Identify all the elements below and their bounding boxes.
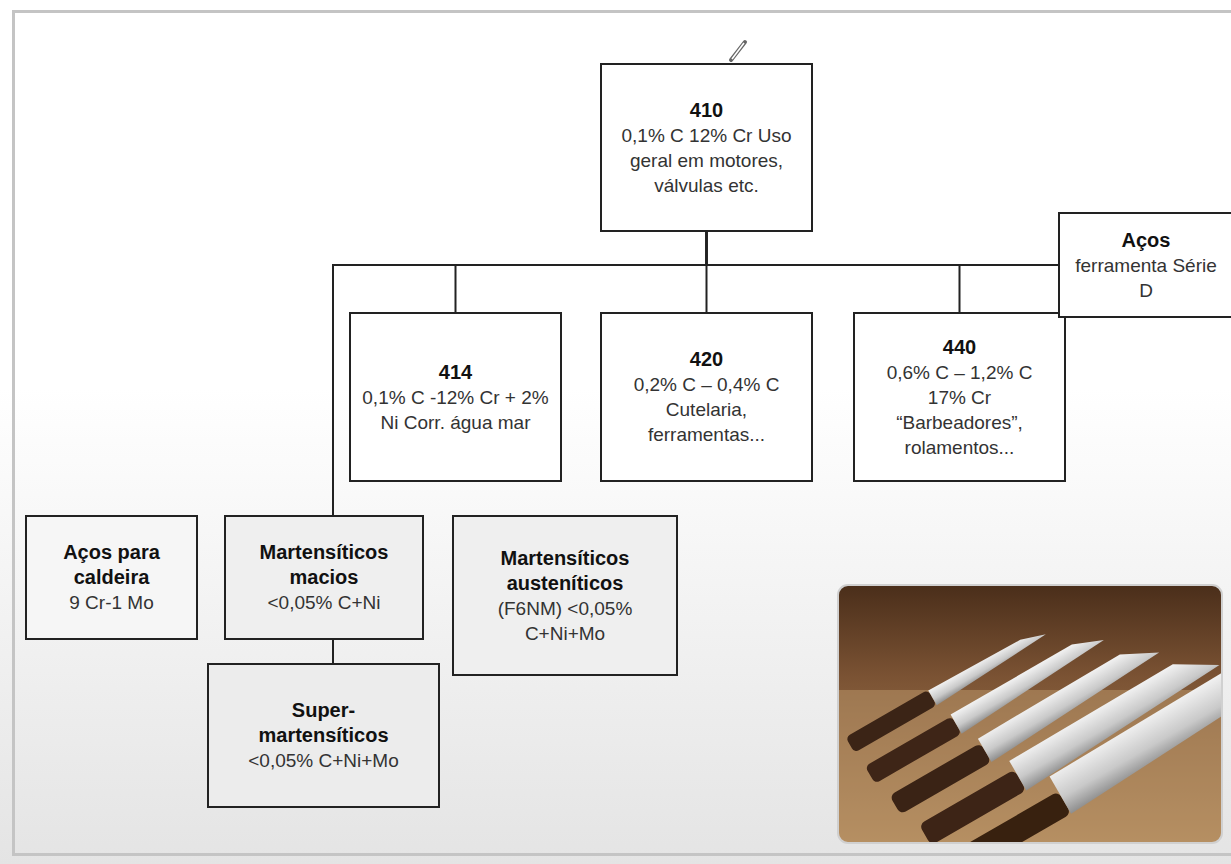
steel-box: 4140,1% C -12% Cr + 2% Ni Corr. água mar	[349, 312, 562, 482]
photo-border	[838, 585, 1222, 843]
box-heading: 410	[612, 98, 801, 123]
steel-box: 4400,6% C – 1,2% C 17% Cr “Barbeadores”,…	[853, 312, 1066, 482]
box-body: <0,05% C+Ni	[232, 590, 416, 615]
box-heading: 414	[361, 360, 550, 385]
box-body: ferramenta Série D	[1068, 253, 1224, 303]
box-heading: Martensíticos macios	[232, 540, 416, 590]
pencil-icon	[731, 42, 745, 60]
box-content: 4100,1% C 12% Cr Uso geral em motores, v…	[612, 98, 801, 198]
family-box: Super- martensíticos<0,05% C+Ni+Mo	[207, 663, 440, 808]
box-heading: Super- martensíticos	[239, 698, 408, 748]
family-box: Martensíticos austeníticos(F6NM) <0,05% …	[452, 515, 678, 676]
box-content: 4400,6% C – 1,2% C 17% Cr “Barbeadores”,…	[865, 335, 1054, 460]
box-content: 4200,2% C – 0,4% C Cutelaria, ferramenta…	[612, 347, 801, 447]
tree-connector	[707, 232, 960, 312]
box-heading: 440	[865, 335, 1054, 360]
tree-connector	[456, 232, 707, 312]
box-body: 0,2% C – 0,4% C Cutelaria, ferramentas..…	[612, 372, 801, 447]
family-box: Aços para caldeira9 Cr-1 Mo	[25, 515, 198, 640]
box-heading: 420	[612, 347, 801, 372]
box-body: 9 Cr-1 Mo	[35, 590, 188, 615]
box-content: Aços para caldeira9 Cr-1 Mo	[35, 540, 188, 615]
box-body: <0,05% C+Ni+Mo	[239, 748, 408, 773]
family-box: Martensíticos macios<0,05% C+Ni	[224, 515, 424, 640]
box-heading: Aços	[1068, 228, 1224, 253]
tool-steel-box: Açosferramenta Série D	[1058, 212, 1231, 318]
box-content: Super- martensíticos<0,05% C+Ni+Mo	[239, 698, 408, 773]
knives-photo	[838, 585, 1222, 843]
steel-box: 4100,1% C 12% Cr Uso geral em motores, v…	[600, 63, 813, 232]
box-body: 0,6% C – 1,2% C 17% Cr “Barbeadores”, ro…	[865, 360, 1054, 460]
box-content: Martensíticos austeníticos(F6NM) <0,05% …	[474, 546, 656, 646]
tree-connector	[332, 640, 334, 663]
box-heading: Martensíticos austeníticos	[474, 546, 656, 596]
box-heading: Aços para caldeira	[35, 540, 188, 590]
box-content: Martensíticos macios<0,05% C+Ni	[232, 540, 416, 615]
box-body: (F6NM) <0,05% C+Ni+Mo	[474, 596, 656, 646]
box-content: Açosferramenta Série D	[1068, 228, 1224, 303]
box-content: 4140,1% C -12% Cr + 2% Ni Corr. água mar	[361, 360, 550, 435]
tree-connector	[707, 232, 1059, 265]
steel-box: 4200,2% C – 0,4% C Cutelaria, ferramenta…	[600, 312, 813, 482]
box-body: 0,1% C -12% Cr + 2% Ni Corr. água mar	[361, 385, 550, 435]
box-body: 0,1% C 12% Cr Uso geral em motores, válv…	[612, 123, 801, 198]
